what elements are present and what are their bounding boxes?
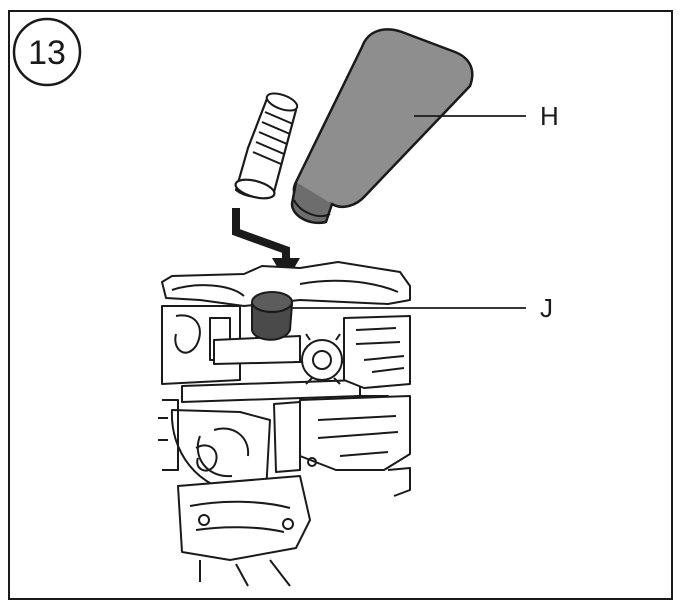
label-h: H: [540, 101, 559, 131]
nozzle-bottom: [234, 178, 276, 200]
label-j: J: [540, 293, 553, 323]
nozzle-top: [265, 92, 299, 112]
top-housing: [161, 261, 411, 307]
bolt-2: [282, 518, 294, 530]
step-number: 13: [28, 34, 66, 72]
top-housing-inner: [171, 279, 399, 297]
oil-bottle-icon: [290, 28, 474, 225]
threaded-nozzle-icon: [234, 92, 299, 200]
bottle-neck: [290, 181, 334, 225]
arrow-shaft: [232, 208, 290, 262]
cap-top: [251, 291, 293, 313]
bolt-3: [307, 457, 317, 467]
lower-drum-inner: [196, 427, 250, 478]
filler-cap-icon: [251, 291, 294, 341]
right-housing: [343, 315, 411, 389]
machine-base: [177, 475, 311, 561]
nozzle-threads: [252, 111, 294, 165]
step-badge: 13: [12, 17, 82, 87]
center-shaft: [213, 335, 301, 365]
right-housing-detail: [355, 327, 405, 373]
left-bracket: [158, 399, 179, 471]
vertical-column: [273, 401, 301, 473]
base-detail: [189, 500, 291, 533]
drum-spiral: [195, 444, 218, 472]
figure-border: [8, 10, 673, 600]
cap-body: [251, 303, 294, 341]
step-circle: [12, 17, 82, 87]
base-stubs: [199, 559, 291, 587]
bolt-1: [198, 514, 210, 526]
right-gear: [301, 339, 343, 381]
right-lower-stub: [387, 467, 411, 497]
machine-assembly: [158, 261, 411, 587]
bottle-body: [292, 28, 474, 208]
right-gear-hub: [312, 350, 332, 370]
bottle-cap-ring: [293, 199, 331, 218]
lower-right-detail: [317, 415, 399, 457]
